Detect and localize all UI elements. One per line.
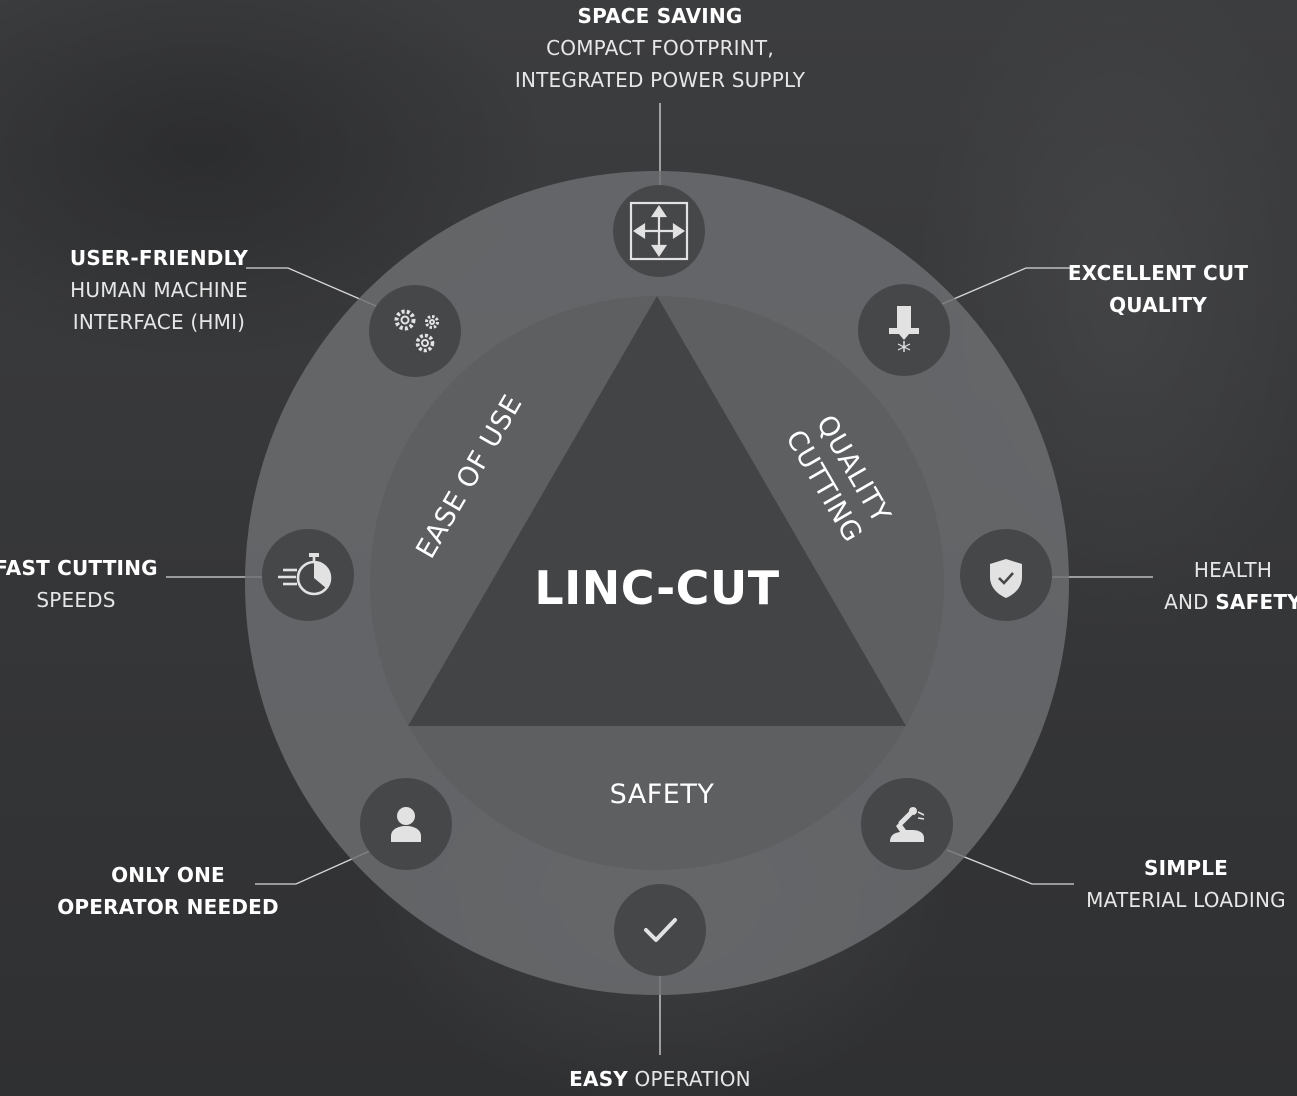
label-fast-cutting: FAST CUTTING SPEEDS <box>0 552 158 616</box>
node-health-safety[interactable] <box>960 529 1052 621</box>
label-space-saving: SPACE SAVING COMPACT FOOTPRINT, INTEGRAT… <box>515 0 805 96</box>
stopwatch-icon <box>278 553 332 596</box>
label-fast-cutting-line1: SPEEDS <box>36 588 116 612</box>
label-easy-operation: EASY OPERATION <box>569 1063 751 1095</box>
move-arrows-icon <box>629 201 689 261</box>
label-user-friendly-title: USER-FRIENDLY <box>69 246 249 270</box>
label-cut-quality-line2: QUALITY <box>1109 293 1207 317</box>
label-needed-suffix: NEEDED <box>179 895 279 919</box>
label-material-loading: SIMPLE MATERIAL LOADING <box>1086 852 1286 916</box>
node-fast-cutting[interactable] <box>262 529 354 621</box>
connector-cut-quality <box>941 267 1070 305</box>
label-cut-quality: EXCELLENT CUT QUALITY <box>1068 257 1248 321</box>
checkmark-icon <box>644 918 677 942</box>
label-space-saving-title: SPACE SAVING <box>577 4 743 28</box>
node-material-loading[interactable] <box>861 778 953 870</box>
label-user-friendly-line2: INTERFACE (HMI) <box>72 310 246 334</box>
label-operation-suffix: OPERATION <box>627 1067 751 1091</box>
label-one-operator-line1: ONLY ONE <box>111 863 225 887</box>
person-icon <box>391 807 421 842</box>
node-user-friendly[interactable] <box>369 285 461 377</box>
node-easy-operation[interactable] <box>614 884 706 976</box>
node-cut-quality[interactable] <box>858 284 950 376</box>
connector-one-operator <box>255 849 373 885</box>
side-label-safety: SAFETY <box>610 778 715 812</box>
connector-material-loading <box>946 849 1074 885</box>
label-material-loading-line1: MATERIAL LOADING <box>1086 888 1286 912</box>
side-label-safety-text: SAFETY <box>609 779 715 810</box>
center-title: LINC-CUT <box>534 561 780 615</box>
label-space-saving-line2: INTEGRATED POWER SUPPLY <box>514 68 806 92</box>
laser-cutter-icon <box>889 306 919 352</box>
label-space-saving-line1: COMPACT FOOTPRINT, <box>546 36 774 60</box>
node-one-operator[interactable] <box>360 778 452 870</box>
shield-check-icon <box>990 559 1022 598</box>
label-fast-cutting-title: FAST CUTTING <box>0 556 158 580</box>
label-and-prefix: AND <box>1164 590 1216 614</box>
label-operator-bold: OPERATOR <box>57 895 180 919</box>
label-material-loading-title: SIMPLE <box>1143 856 1228 880</box>
robot-arm-icon <box>890 807 925 842</box>
label-cut-quality-line1: EXCELLENT CUT <box>1067 261 1249 285</box>
label-user-friendly: USER-FRIENDLY HUMAN MACHINE INTERFACE (H… <box>70 242 248 338</box>
label-health-safety: HEALTH AND SAFETY <box>1164 554 1297 618</box>
label-safety-bold: SAFETY <box>1215 590 1297 614</box>
center-triangle <box>408 296 906 726</box>
label-user-friendly-line1: HUMAN MACHINE <box>70 278 248 302</box>
label-health-line: HEALTH <box>1193 558 1273 582</box>
connector-user-friendly <box>246 267 377 307</box>
node-space-saving[interactable] <box>613 185 705 277</box>
label-one-operator: ONLY ONE OPERATOR NEEDED <box>57 859 279 923</box>
gears-icon <box>394 309 439 353</box>
label-easy-bold: EASY <box>569 1067 628 1091</box>
